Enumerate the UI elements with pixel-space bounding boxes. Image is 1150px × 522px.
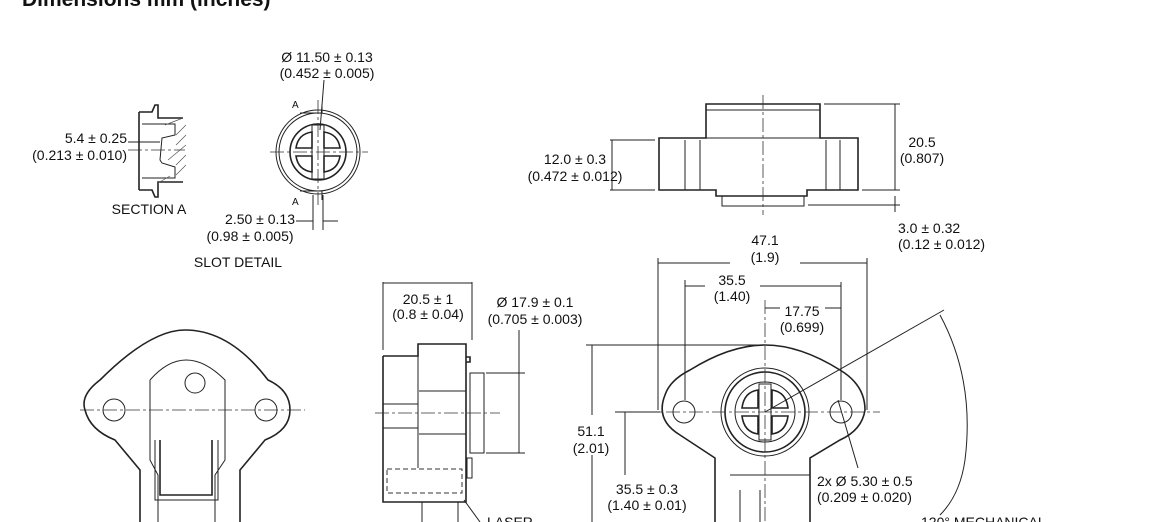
slot-width-mm: 2.50 ± 0.13 [225, 211, 295, 227]
front-height-in: (2.01) [573, 440, 610, 456]
top-height-mm: 12.0 ± 0.3 [544, 151, 606, 167]
side-depth-mm: 20.5 ± 1 [403, 291, 454, 307]
slot-diameter-mm: Ø 11.50 ± 0.13 [281, 49, 373, 65]
section-a-view: 5.4 ± 0.25 (0.213 ± 0.010) SECTION A [32, 104, 187, 217]
section-depth-mm: 5.4 ± 0.25 [65, 130, 127, 146]
section-marker-bottom: A [292, 197, 299, 208]
front-half-span-mm: 17.75 [784, 303, 819, 319]
front-hole-in: (0.209 ± 0.020) [817, 489, 912, 505]
top-height-in: (0.472 ± 0.012) [528, 168, 623, 184]
front-hole-mm: 2x Ø 5.30 ± 0.5 [817, 473, 913, 489]
top-view: 12.0 ± 0.3 (0.472 ± 0.012) 20.5 (0.807) … [528, 95, 985, 252]
side-depth-in: (0.8 ± 0.04) [392, 306, 464, 322]
front-hole-span-in: (1.40) [714, 288, 751, 304]
section-marker-top: A [292, 100, 299, 111]
front-height-mm: 51.1 [577, 423, 604, 439]
front-center-height-in: (1.40 ± 0.01) [607, 497, 686, 513]
section-depth-in: (0.213 ± 0.010) [32, 147, 127, 163]
drawing-title: Dimensions mm (inches) [22, 0, 271, 11]
side-boss-in: (0.705 ± 0.003) [488, 311, 583, 327]
top-total-mm: 20.5 [908, 134, 935, 150]
front-center-height-mm: 35.5 ± 0.3 [616, 481, 678, 497]
section-a-label: SECTION A [112, 201, 187, 217]
front-width-in: (1.9) [751, 249, 780, 265]
laser-label: LASER [487, 514, 533, 522]
front-half-span-in: (0.699) [780, 319, 824, 335]
slot-width-in: (0.98 ± 0.005) [206, 228, 293, 244]
front-hole-span-mm: 35.5 [718, 272, 745, 288]
front-view: 47.1 (1.9) 35.5 (1.40) 17.75 (0.699) 51.… [573, 232, 1046, 522]
top-base-mm: 3.0 ± 0.32 [898, 220, 960, 236]
front-width-mm: 47.1 [751, 232, 778, 248]
slot-diameter-in: (0.452 ± 0.005) [280, 65, 375, 81]
side-boss-mm: Ø 17.9 ± 0.1 [497, 294, 574, 310]
slot-detail-view: A A Ø 11.50 ± 0.13 (0.452 ± 0.005) 2.50 … [194, 49, 375, 270]
side-view: 20.5 ± 1 (0.8 ± 0.04) Ø 17.9 ± 0.1 (0.70… [375, 282, 582, 522]
rotation-label: 120° MECHANICAL [921, 514, 1046, 522]
top-total-in: (0.807) [900, 150, 944, 166]
bottom-view [80, 329, 305, 522]
slot-detail-label: SLOT DETAIL [194, 254, 282, 270]
top-base-in: (0.12 ± 0.012) [898, 236, 985, 252]
